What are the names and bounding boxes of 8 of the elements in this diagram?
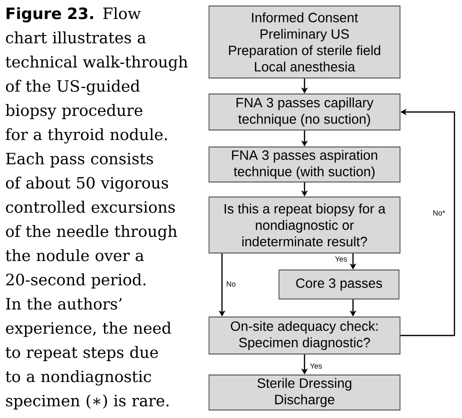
process-box: Sterile Dressing Discharge [208, 374, 400, 410]
figure-caption: Figure 23. Flow chart illustrates a technical walk-through of the US-guided biopsy procedure for a thyroid nodule. Each pass consists of about 50 vigorous controlled excursions of the needle through the nodule over a 20-second period. In the authors’ experience, the need to repeat steps due to a nondiagnostic specimen (∗) is rare. [6, 7, 188, 410]
process-box: Informed Consent Preliminary US Preparation of sterile field Local anesthesia [208, 6, 400, 78]
question-box: On-site adequacy check: Specimen diagnostic? [208, 316, 400, 354]
process-box: FNA 3 passes aspiration technique (with suction) [208, 146, 400, 182]
process-box: FNA 3 passes capillary technique (no suction) [208, 94, 400, 130]
question-box: Is this a repeat biopsy for a nondiagnostic or indeterminate result? [208, 196, 400, 254]
process-box: Core 3 passes [278, 270, 400, 300]
